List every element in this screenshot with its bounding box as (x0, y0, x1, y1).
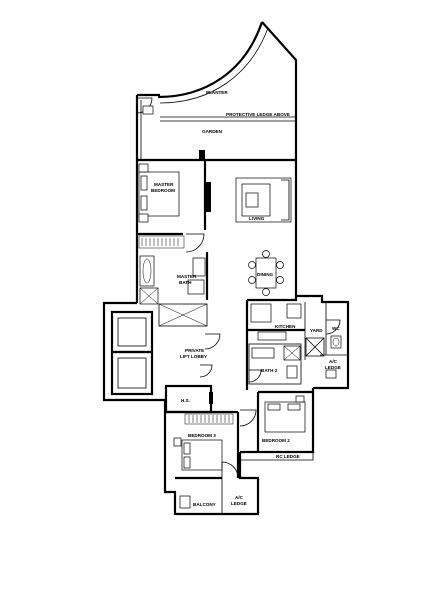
master-bath-label-2: BATH (179, 280, 192, 285)
wc-bowl (332, 337, 340, 347)
lobby-door-2-swing (199, 364, 213, 378)
ac-ledge-unit (325, 369, 337, 379)
coffee-table (245, 192, 259, 208)
column (199, 150, 205, 160)
kitchen-sink (286, 303, 302, 319)
balcony-planter (179, 495, 191, 509)
lift-car-upper (117, 317, 147, 347)
bath2: BATH 2 (248, 343, 302, 385)
master-bedroom-label-2: BEDROOM (151, 188, 175, 193)
planter-box (142, 105, 154, 115)
ac-ledge-right-label-2: LEDGE (325, 365, 341, 370)
bath2-walls (248, 343, 302, 385)
ac-ledge-right-label-1: A/C (329, 359, 338, 364)
bedroom2: BEDROOM 2 RC LEDGE (239, 390, 313, 459)
yard-washer-box (305, 337, 325, 357)
garden-label: GARDEN (202, 129, 223, 134)
lobby-door-swing (204, 333, 221, 350)
master-bed-pillow-1 (140, 175, 148, 191)
riser-cross (158, 303, 208, 327)
master-bedroom-label-1: MASTER (154, 182, 174, 187)
garden-zone (136, 97, 296, 162)
dining-label: DINING (257, 272, 274, 277)
master-bed-pillow-2 (140, 195, 148, 211)
bedroom3-door-swing (221, 461, 239, 479)
bedroom2-label: BEDROOM 2 (262, 438, 290, 443)
dining-table (255, 257, 277, 289)
ac-ledge-bottom-label-2: LEDGE (231, 501, 247, 506)
dining-chair-4 (276, 276, 284, 284)
bath2-shower-cross (283, 345, 301, 361)
lift-core: PRIVATE LIFT LOBBY (110, 303, 221, 396)
wc-door-swing (325, 319, 341, 335)
dining-chair-2 (248, 276, 256, 284)
bedroom2-nightstand (295, 395, 305, 403)
bedroom2-pillow-2 (287, 403, 301, 411)
master-wardrobe (138, 235, 185, 249)
master-bath: MASTER BATH (139, 252, 209, 305)
kitchen-wing-wall (247, 294, 350, 390)
master-bedroom: MASTER BEDROOM (137, 160, 207, 253)
kitchen-label: KITCHEN (275, 324, 296, 329)
kitchen-counter (250, 303, 272, 323)
private-lift-lobby-label-1: PRIVATE (185, 348, 204, 353)
master-wc (187, 279, 205, 295)
wc-toilet (330, 335, 342, 349)
bath2-label: BATH 2 (261, 368, 278, 373)
bedroom3-wardrobe (184, 413, 234, 425)
ac-ledge-bottom-label-1: A/C (235, 495, 244, 500)
nightstand-top (138, 163, 149, 173)
bedroom3: BEDROOM 3 (165, 410, 240, 480)
living-label: LIVING (249, 216, 265, 221)
bedroom3-label: BEDROOM 3 (188, 433, 216, 438)
wc-label: WC (332, 326, 340, 331)
master-bath-label-1: MASTER (177, 274, 197, 279)
lift-car-lower (117, 357, 147, 389)
household-shelter: H.S. (164, 384, 213, 414)
dining-chair-6 (262, 288, 270, 296)
wardrobe-hatch (141, 238, 179, 246)
dining-chair-3 (276, 261, 284, 269)
bedroom3-nightstand (173, 437, 182, 447)
planter-curve-wall (157, 21, 264, 99)
balcony-zone: BALCONY A/C LEDGE (179, 478, 247, 514)
riser-box (158, 303, 208, 327)
hs-label: H.S. (181, 398, 190, 403)
kitchen-cabinets (257, 331, 287, 341)
master-vanity (192, 257, 206, 277)
planter-inner-curve (159, 27, 269, 104)
protective-ledge-label: PROTECTIVE LEDGE ABOVE (226, 112, 290, 117)
yard-label: YARD (310, 328, 323, 333)
bath2-door-swing (248, 369, 262, 383)
exterior-walls (102, 21, 350, 516)
kitchen-wing: KITCHEN YARD WC A/C LEDGE (245, 300, 348, 390)
master-door-swing (185, 233, 205, 253)
lift-shaft-lower (110, 350, 154, 396)
sofa-arm (281, 179, 290, 221)
shower-cross (139, 287, 159, 305)
living-dining: LIVING DINING (206, 177, 292, 296)
bedroom2-door-swing (239, 409, 257, 427)
tv-console (206, 182, 211, 212)
bedroom3-pillow-1 (183, 442, 191, 455)
bathtub-basin (142, 258, 152, 284)
bathtub (139, 255, 155, 287)
bedroom3-pillow-2 (183, 456, 191, 469)
bedroom2-pillow-1 (267, 403, 281, 411)
dining-chair-1 (248, 261, 256, 269)
private-lift-lobby-label-2: LIFT LOBBY (180, 354, 207, 359)
planter-edge-wall (261, 21, 298, 158)
balcony-label: BALCONY (193, 502, 216, 507)
dining-chair-5 (262, 250, 270, 258)
hs-door-block (209, 392, 213, 404)
bottom-wing-wall (163, 410, 260, 516)
bath2-vanity (251, 347, 275, 359)
bedroom3-wardrobe-hatch (188, 415, 230, 423)
top-labels: PLANTER PROTECTIVE LEDGE ABOVE GARDEN (202, 90, 290, 134)
rc-ledge-label: RC LEDGE (276, 454, 300, 459)
bath2-wc (286, 365, 298, 379)
nightstand-bottom (138, 213, 149, 223)
planter-label: PLANTER (206, 90, 228, 95)
